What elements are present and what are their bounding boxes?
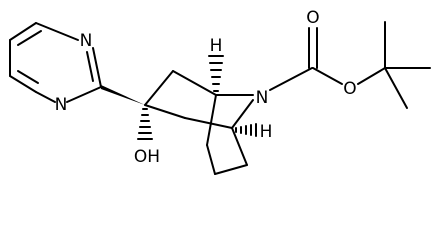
atom-label-o: O: [306, 8, 319, 28]
bond: [172, 70, 217, 96]
pyrimidine-ring: [9, 22, 102, 103]
bond: [66, 86, 102, 103]
bond: [357, 67, 386, 85]
bond: [17, 70, 39, 84]
tropane-core: [144, 70, 254, 175]
bond: [9, 75, 37, 93]
bond: [206, 94, 217, 146]
atom-label-oh: OH: [134, 147, 160, 167]
bond: [312, 67, 343, 85]
stereo-hash-bond: [235, 123, 257, 137]
atom-label-n: N: [256, 88, 269, 108]
bond: [86, 51, 94, 82]
bond: [144, 70, 174, 106]
bond: [384, 67, 408, 109]
bond: [35, 91, 56, 103]
atom-label-o: O: [343, 79, 356, 99]
boc-group: [269, 21, 431, 109]
bond: [35, 22, 79, 41]
bond: [231, 99, 254, 129]
bond: [214, 164, 248, 175]
bond: [269, 67, 313, 91]
bond: [206, 144, 216, 175]
atom-label-n: N: [55, 95, 68, 115]
bond: [144, 104, 186, 119]
chemical-structure: N N OH N O O H H: [9, 8, 431, 175]
stereo-wedge-bond: [101, 85, 145, 105]
atom-label-h: H: [210, 36, 223, 56]
stereo-hash-bond: [137, 108, 153, 140]
bond: [231, 127, 248, 166]
stereo-hash-bond: [208, 55, 224, 92]
atom-label-n: N: [80, 31, 93, 51]
atom-label-h: H: [260, 122, 273, 142]
bond: [17, 30, 42, 46]
bond: [9, 22, 37, 41]
bond: [92, 47, 102, 88]
bond: [184, 117, 233, 129]
